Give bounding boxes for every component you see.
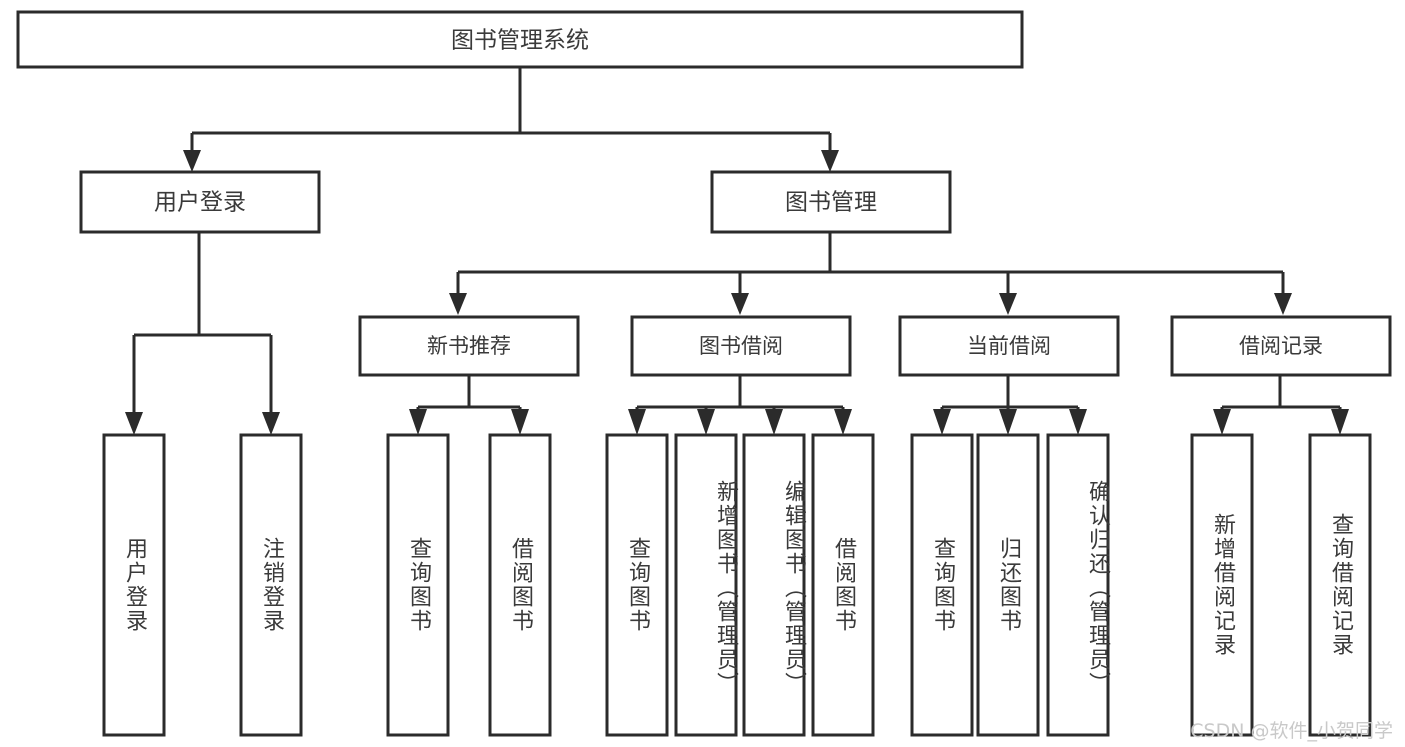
node-book-borrow-label: 图书借阅 — [699, 334, 783, 358]
leaf-box-new-book-1[interactable] — [488, 433, 552, 737]
node-new-book-recommend[interactable]: 新书推荐 — [358, 315, 580, 377]
node-root-label: 图书管理系统 — [451, 28, 589, 54]
leaf-boxes-current-borrow — [910, 433, 1110, 737]
leaf-box-book-borrow-0[interactable] — [605, 433, 669, 737]
connector-group-root — [183, 67, 839, 172]
watermark-text: CSDN @软件_小贺同学 — [1190, 720, 1393, 742]
connector-group-book-mgmt — [449, 232, 1292, 315]
arrow-head-book-borrow-leaf-3 — [834, 409, 852, 435]
node-book-borrow-box[interactable] — [630, 315, 852, 377]
node-current-borrow-box[interactable] — [898, 315, 1120, 377]
node-new-book-recommend-label: 新书推荐 — [427, 334, 511, 358]
node-book-management-label: 图书管理 — [785, 190, 877, 216]
leaf-box-user-login-1[interactable] — [239, 433, 303, 737]
leaf-box-book-borrow-1[interactable] — [674, 433, 738, 737]
node-borrow-record[interactable]: 借阅记录 — [1170, 315, 1392, 377]
connector-group-user-login — [125, 232, 280, 435]
arrow-head-new-book-leaf-1 — [511, 409, 529, 435]
arrow-head-new-book-leaf-0 — [409, 409, 427, 435]
connector-group-book-borrow — [628, 375, 852, 435]
leaf-box-current-borrow-1[interactable] — [976, 433, 1040, 737]
node-current-borrow[interactable]: 当前借阅 — [898, 315, 1120, 377]
node-book-management[interactable]: 图书管理 — [710, 170, 952, 234]
node-borrow-record-label: 借阅记录 — [1239, 334, 1323, 358]
arrow-head-book-mgmt — [821, 150, 839, 172]
arrow-head-book-borrow-leaf-0 — [628, 409, 646, 435]
leaf-box-current-borrow-2[interactable] — [1046, 433, 1110, 737]
arrow-head-user-login-leaf-1 — [262, 412, 280, 435]
node-user-login-box[interactable] — [79, 170, 321, 234]
node-root[interactable]: 图书管理系统 — [16, 10, 1024, 69]
node-user-login[interactable]: 用户登录 — [79, 170, 321, 234]
node-current-borrow-label: 当前借阅 — [967, 334, 1051, 358]
arrow-head-new-book — [449, 293, 467, 315]
node-book-borrow[interactable]: 图书借阅 — [630, 315, 852, 377]
arrow-head-current-borrow — [999, 293, 1017, 315]
arrow-head-borrow-record — [1274, 293, 1292, 315]
arrow-head-user-login — [183, 150, 201, 172]
leaf-box-borrow-record-0[interactable] — [1190, 433, 1254, 737]
arrow-head-current-borrow-leaf-1 — [999, 409, 1017, 435]
arrow-head-book-borrow-leaf-1 — [697, 409, 715, 435]
leaf-box-borrow-record-1[interactable] — [1308, 433, 1372, 737]
leaf-box-new-book-0[interactable] — [386, 433, 450, 737]
node-book-management-box[interactable] — [710, 170, 952, 234]
leaf-box-book-borrow-3[interactable] — [811, 433, 875, 737]
leaf-boxes-new-book — [386, 433, 552, 737]
arrow-head-book-borrow-leaf-2 — [765, 409, 783, 435]
connector-group-current-borrow — [933, 375, 1087, 435]
arrow-head-user-login-leaf-0 — [125, 412, 143, 435]
leaf-box-book-borrow-2[interactable] — [742, 433, 806, 737]
arrow-head-borrow-record-leaf-0 — [1213, 409, 1231, 435]
connector-group-borrow-record — [1213, 375, 1349, 435]
node-borrow-record-box[interactable] — [1170, 315, 1392, 377]
arrow-head-book-borrow — [731, 293, 749, 315]
leaf-boxes-user-login — [102, 433, 303, 737]
arrow-head-current-borrow-leaf-0 — [933, 409, 951, 435]
connector-group-new-book — [409, 375, 529, 435]
leaf-boxes-borrow-record — [1190, 433, 1372, 737]
leaf-boxes-book-borrow — [605, 433, 875, 737]
node-user-login-label: 用户登录 — [154, 190, 246, 216]
node-new-book-recommend-box[interactable] — [358, 315, 580, 377]
arrow-head-borrow-record-leaf-1 — [1331, 409, 1349, 435]
leaf-box-user-login-0[interactable] — [102, 433, 166, 737]
leaf-box-current-borrow-0[interactable] — [910, 433, 974, 737]
node-root-box[interactable] — [16, 10, 1024, 69]
arrow-head-current-borrow-leaf-2 — [1069, 409, 1087, 435]
